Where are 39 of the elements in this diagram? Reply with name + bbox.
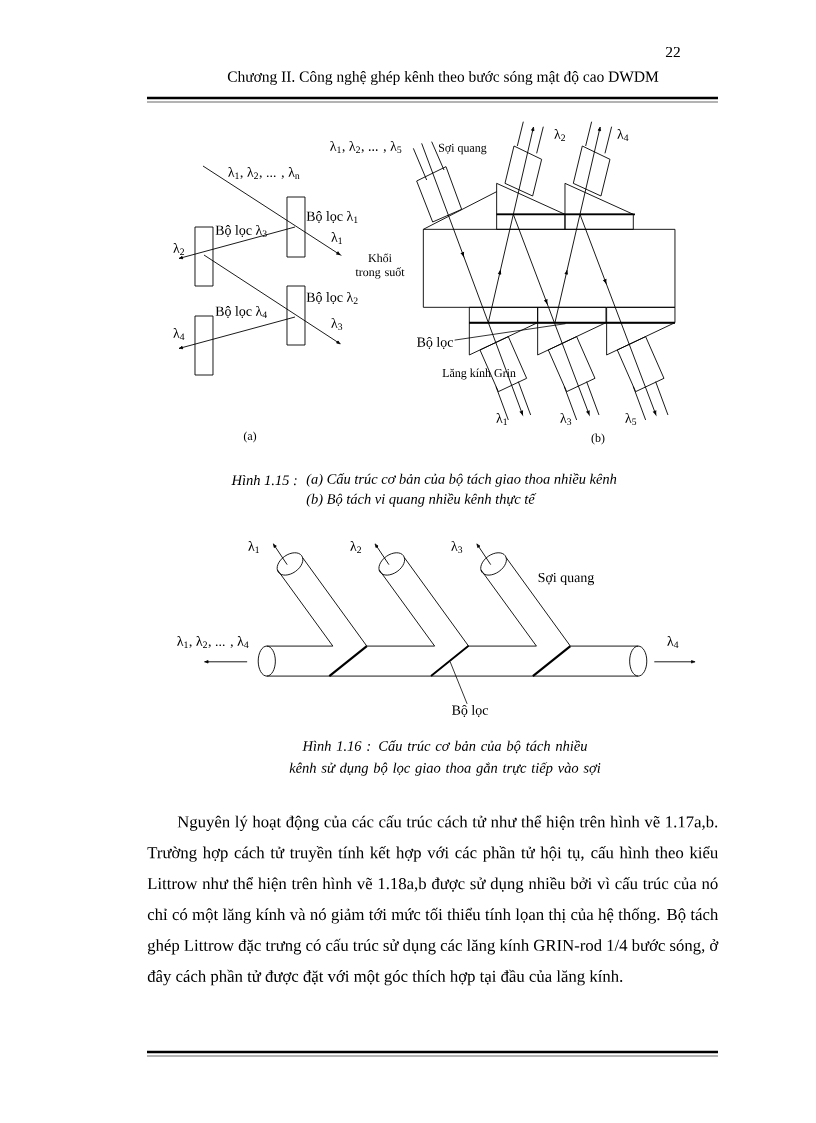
figure-caption: Hình 1.15 :	[231, 474, 297, 486]
panel-label: (b)	[591, 433, 605, 445]
filter-layer	[468, 321, 676, 324]
page-header: Chương II. Công nghệ ghép kênh theo bước sóng mật độ cao DWDM	[227, 71, 659, 86]
wavelength-label: λ$_{3}$	[451, 540, 463, 554]
wavelength-label: λ$_{4}$	[667, 636, 679, 648]
wavelength-label: λ$_{5}$	[625, 412, 637, 426]
filter-layer	[430, 644, 470, 678]
figure-caption: Hình 1.16 : Cấu trúc cơ bản của bộ tách nhiều kênh sử dụng bộ lọc giao thoa gắn trực tiếp vào sợi	[289, 740, 601, 776]
wavelength-label: λ$_{4}$	[617, 129, 629, 141]
page-number: 22	[665, 46, 680, 58]
panel-label: (a)	[243, 431, 257, 443]
filter-label: Bộ lọc λ$_{4}$	[215, 305, 267, 319]
part-label: Sợi quang	[439, 143, 487, 155]
wavelength-label: λ$_{1}$	[496, 413, 507, 425]
wavelength-label: λ$_{1}$, λ$_{2}$, ... , λ$_{n}$	[228, 167, 300, 179]
leader-line	[449, 661, 468, 705]
wavelength-label: λ$_{3}$	[560, 412, 572, 426]
filter-label: Bộ lọc λ$_{3}$	[215, 224, 267, 238]
wavelength-label: λ$_{4}$	[173, 328, 185, 340]
part-label: Sợi quang	[538, 572, 594, 586]
wavelength-label: λ$_{1}$	[331, 232, 342, 244]
leader-line	[454, 323, 566, 341]
part-label: Bộ lọc	[417, 337, 453, 349]
part-label: Bộ lọc	[452, 705, 488, 717]
wavelength-label: λ$_{2}$	[554, 129, 566, 141]
wavelength-label: λ$_{1}$, λ$_{2}$, ... , λ$_{5}$	[330, 140, 402, 154]
wavelength-label: λ$_{3}$	[331, 317, 343, 331]
wavelength-label: λ$_{2}$	[350, 541, 362, 553]
part-label: Lăng kính Grin	[442, 368, 516, 380]
wavelength-label: λ$_{2}$	[173, 243, 185, 255]
figure-caption: (b) Bộ tách vi quang nhiều kênh thực tế	[306, 493, 537, 507]
figure-caption: (a) Cấu trúc cơ bản của bộ tách giao thoa nhiều kênh	[306, 473, 617, 487]
wavelength-label: λ$_{1}$	[248, 541, 259, 553]
filter-label: Bộ lọc λ$_{1}$	[306, 210, 358, 224]
wavelength-label: λ$_{1}$, λ$_{2}$, ... , λ$_{4}$	[177, 636, 249, 648]
body-paragraph: Nguyên lý hoạt động của các cấu trúc cách tử như thể hiện trên hình vẽ 1.17a,b. Trường hợp cách tử truyền tính kết hợp với các phần tử hội tụ, cấu hình theo kiểu Littrow như thể hiện trên hình vẽ 1.18a,b được sử dụng nhiều bởi vì cấu trúc của nó chỉ có một lăng kính và nó giảm tới mức tối thiểu tính lọan thị của hệ thống. Bộ tách ghép Littrow đặc trưng có cấu trúc sử dụng các lăng kính GRIN-rod 1/4 bước sóng, ở đây cách phần tử được đặt với một góc thích hợp tại đầu của lăng kính.	[147, 815, 719, 986]
part-label: Khối trong suốt	[355, 253, 405, 279]
filter-label: Bộ lọc λ$_{2}$	[306, 291, 358, 305]
